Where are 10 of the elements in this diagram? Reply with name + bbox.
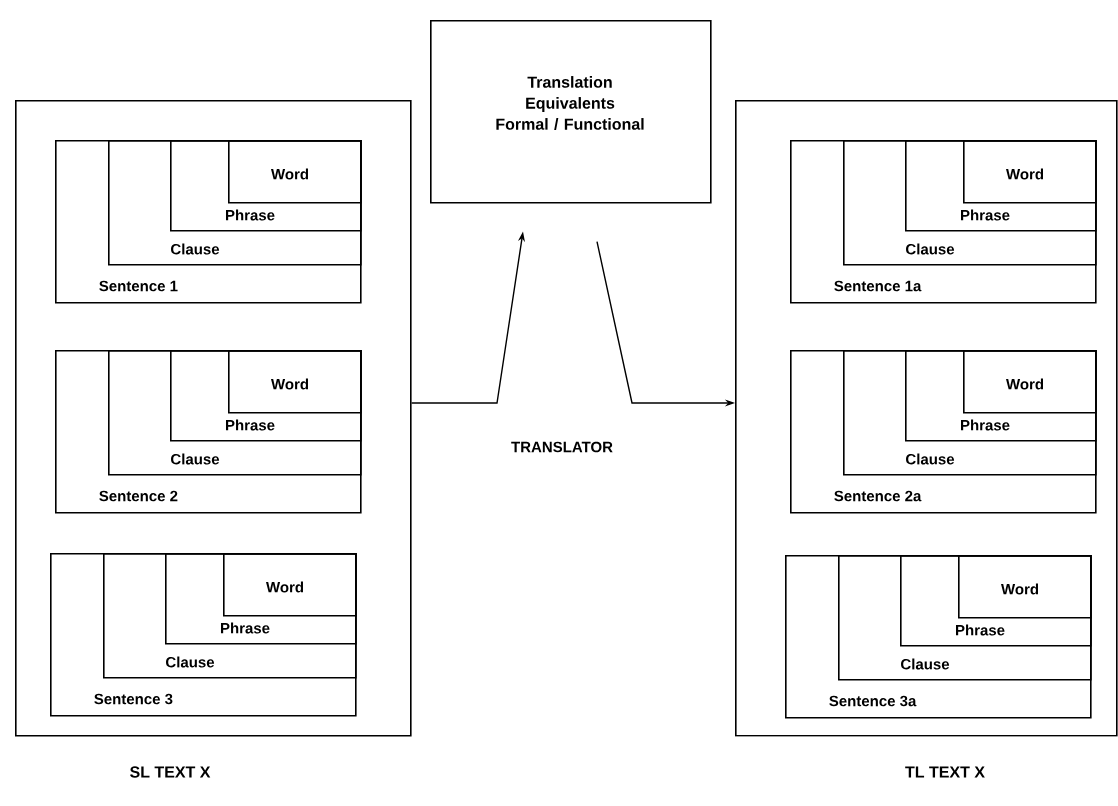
node-label: TL TEXT X — [905, 766, 985, 778]
node-label: SL TEXT X — [130, 766, 211, 778]
word-box: Word — [963, 140, 1097, 204]
word-box: Word — [958, 555, 1092, 619]
word-box: Word — [228, 350, 362, 414]
translator-label: TRANSLATOR — [511, 441, 613, 453]
word-box: Word — [228, 140, 362, 204]
word-box: Word — [223, 553, 357, 617]
word-box: Word — [963, 350, 1097, 414]
equivalents-box: Translation Equivalents Formal / Functional — [430, 20, 712, 204]
